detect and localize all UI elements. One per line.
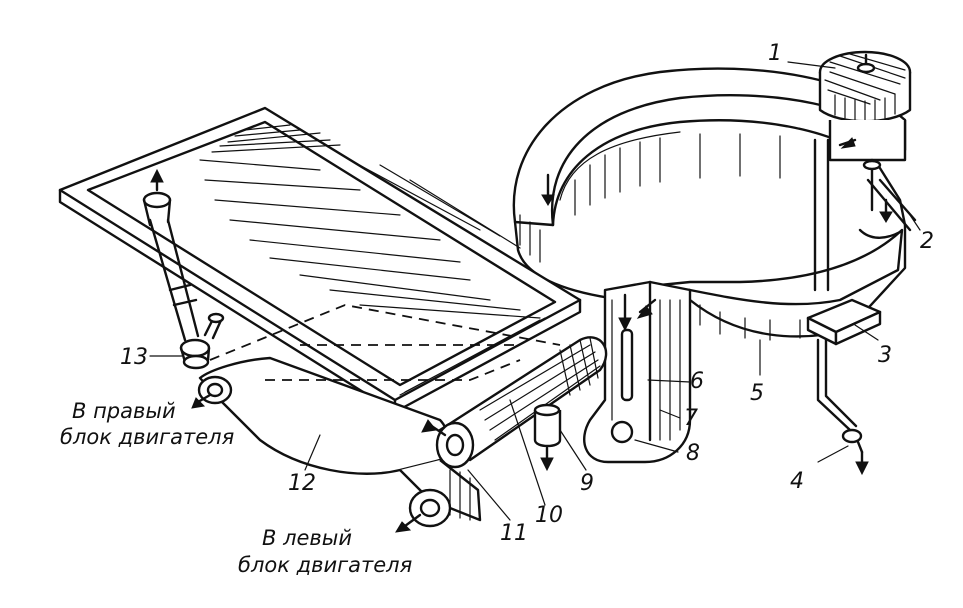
outflow-arrow-icon [421, 419, 437, 433]
lower-manifold [191, 304, 561, 533]
up-arrow-icon [150, 168, 164, 183]
label-2: 2 [920, 229, 934, 254]
label-9: 9 [580, 471, 594, 496]
drain-valve [533, 403, 562, 472]
hose-cylinder [421, 336, 608, 469]
outflow-arrow-icon [395, 521, 412, 533]
label-3: 3 [878, 343, 892, 368]
left-riser-pipe [142, 168, 225, 370]
label-5: 5 [750, 381, 764, 406]
captions: В правый блок двигателя В левый блок дви… [60, 399, 412, 577]
caption-right-engine-line1: В правый [72, 399, 176, 423]
inflow-arrow-icon [636, 305, 653, 319]
label-10: 10 [535, 503, 563, 528]
leader-lines [149, 61, 921, 521]
label-8: 8 [686, 441, 700, 466]
down-arrow-icon [618, 317, 632, 332]
outflow-arrow-icon [191, 397, 206, 409]
label-4: 4 [790, 469, 804, 494]
down-arrow-icon [855, 461, 869, 476]
caption-left-engine-line2: блок двигателя [238, 553, 412, 577]
inflow-arrow-icon [840, 137, 856, 149]
label-6: 6 [690, 369, 704, 394]
caption-left-engine-line1: В левый [262, 526, 352, 550]
label-13: 13 [120, 345, 148, 370]
label-1: 1 [768, 41, 782, 66]
drain-pipe [816, 338, 869, 476]
label-7: 7 [684, 406, 698, 431]
label-11: 11 [500, 521, 528, 546]
part-labels: 1 2 3 4 5 6 7 8 9 10 11 12 13 [120, 41, 934, 546]
filler-cap [818, 50, 912, 187]
caption-right-engine-line2: блок двигателя [60, 425, 234, 449]
breather-pipes [866, 178, 917, 232]
label-12: 12 [288, 471, 316, 496]
down-arrow-icon [879, 211, 893, 223]
level-gauge [806, 298, 882, 346]
down-arrow-icon [541, 194, 555, 206]
mounting-bracket [583, 280, 692, 464]
down-arrow-icon [540, 457, 554, 472]
